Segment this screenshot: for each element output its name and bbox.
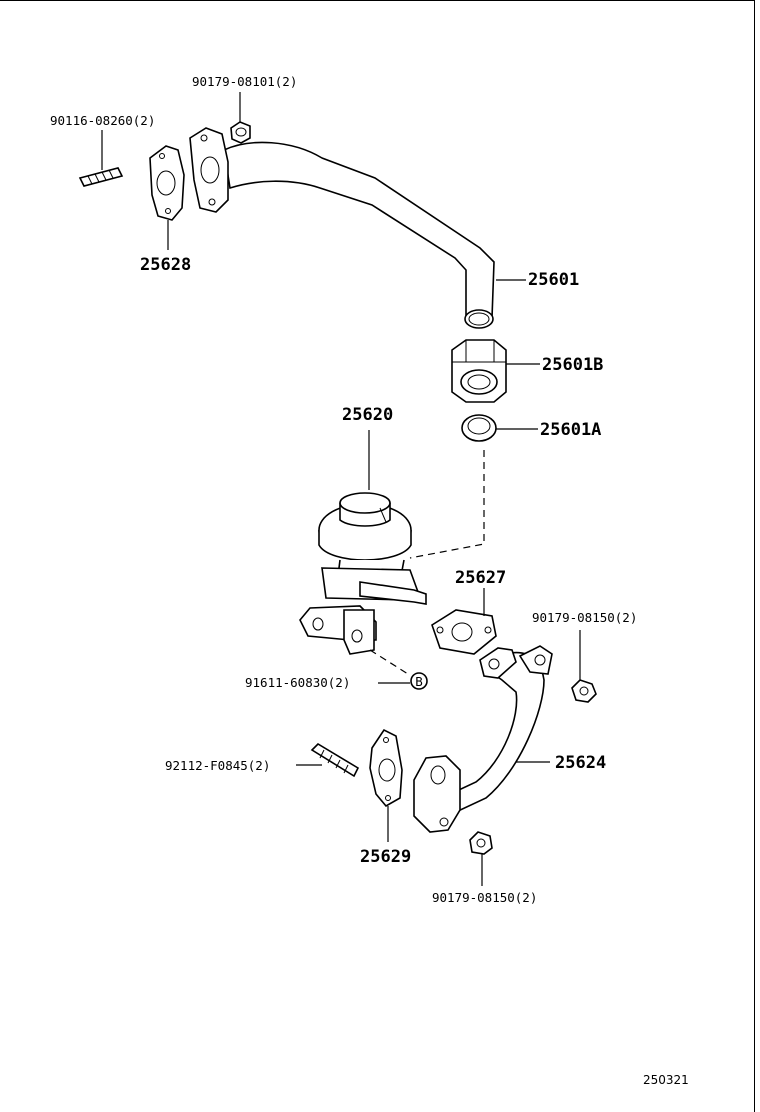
gasket-25628[interactable] — [149, 145, 185, 221]
dashed-guide-valve — [409, 450, 485, 559]
nut-90179-08150-bottom[interactable] — [469, 831, 493, 855]
frame-top-border — [0, 0, 754, 1]
bolt-marker-b-letter: B — [415, 674, 423, 689]
pipe-25624[interactable] — [413, 645, 553, 833]
ring-25601a[interactable] — [461, 414, 497, 442]
dashed-guide-bolt-b — [369, 649, 409, 675]
label-stud-92112-f0845: 92112-F0845(2) — [165, 758, 270, 773]
nut-90179-08150-right[interactable] — [571, 679, 597, 703]
label-pipe-25601: 25601 — [528, 270, 579, 290]
frame-right-border — [754, 0, 755, 1112]
stud-92112-f0845[interactable] — [310, 742, 360, 778]
bolt-marker-b[interactable]: B — [410, 672, 428, 690]
label-union-nut-25601b: 25601B — [542, 355, 603, 375]
label-pipe-25624: 25624 — [555, 753, 606, 773]
label-bolt-91611-60830: 91611-60830(2) — [245, 675, 350, 690]
stud-90116-08260[interactable] — [78, 167, 124, 187]
label-gasket-25628: 25628 — [140, 255, 191, 275]
gasket-25627[interactable] — [431, 609, 497, 655]
gasket-25629[interactable] — [369, 728, 403, 808]
nut-90179-08101[interactable] — [230, 121, 251, 144]
label-gasket-25629: 25629 — [360, 847, 411, 867]
label-ring-25601a: 25601A — [540, 420, 601, 440]
label-stud-90116-08260: 90116-08260(2) — [50, 113, 155, 128]
union-nut-25601b[interactable] — [451, 339, 507, 403]
pipe-25601[interactable] — [189, 127, 495, 329]
label-nut-90179-08101: 90179-08101(2) — [192, 74, 297, 89]
label-nut-90179-08150-bottom: 90179-08150(2) — [432, 890, 537, 905]
label-nut-90179-08150-right: 90179-08150(2) — [532, 610, 637, 625]
label-egr-valve-25620: 25620 — [342, 405, 393, 425]
diagram-code: 250321 — [643, 1073, 689, 1087]
egr-valve-25620[interactable] — [299, 492, 427, 655]
label-gasket-25627: 25627 — [455, 568, 506, 588]
